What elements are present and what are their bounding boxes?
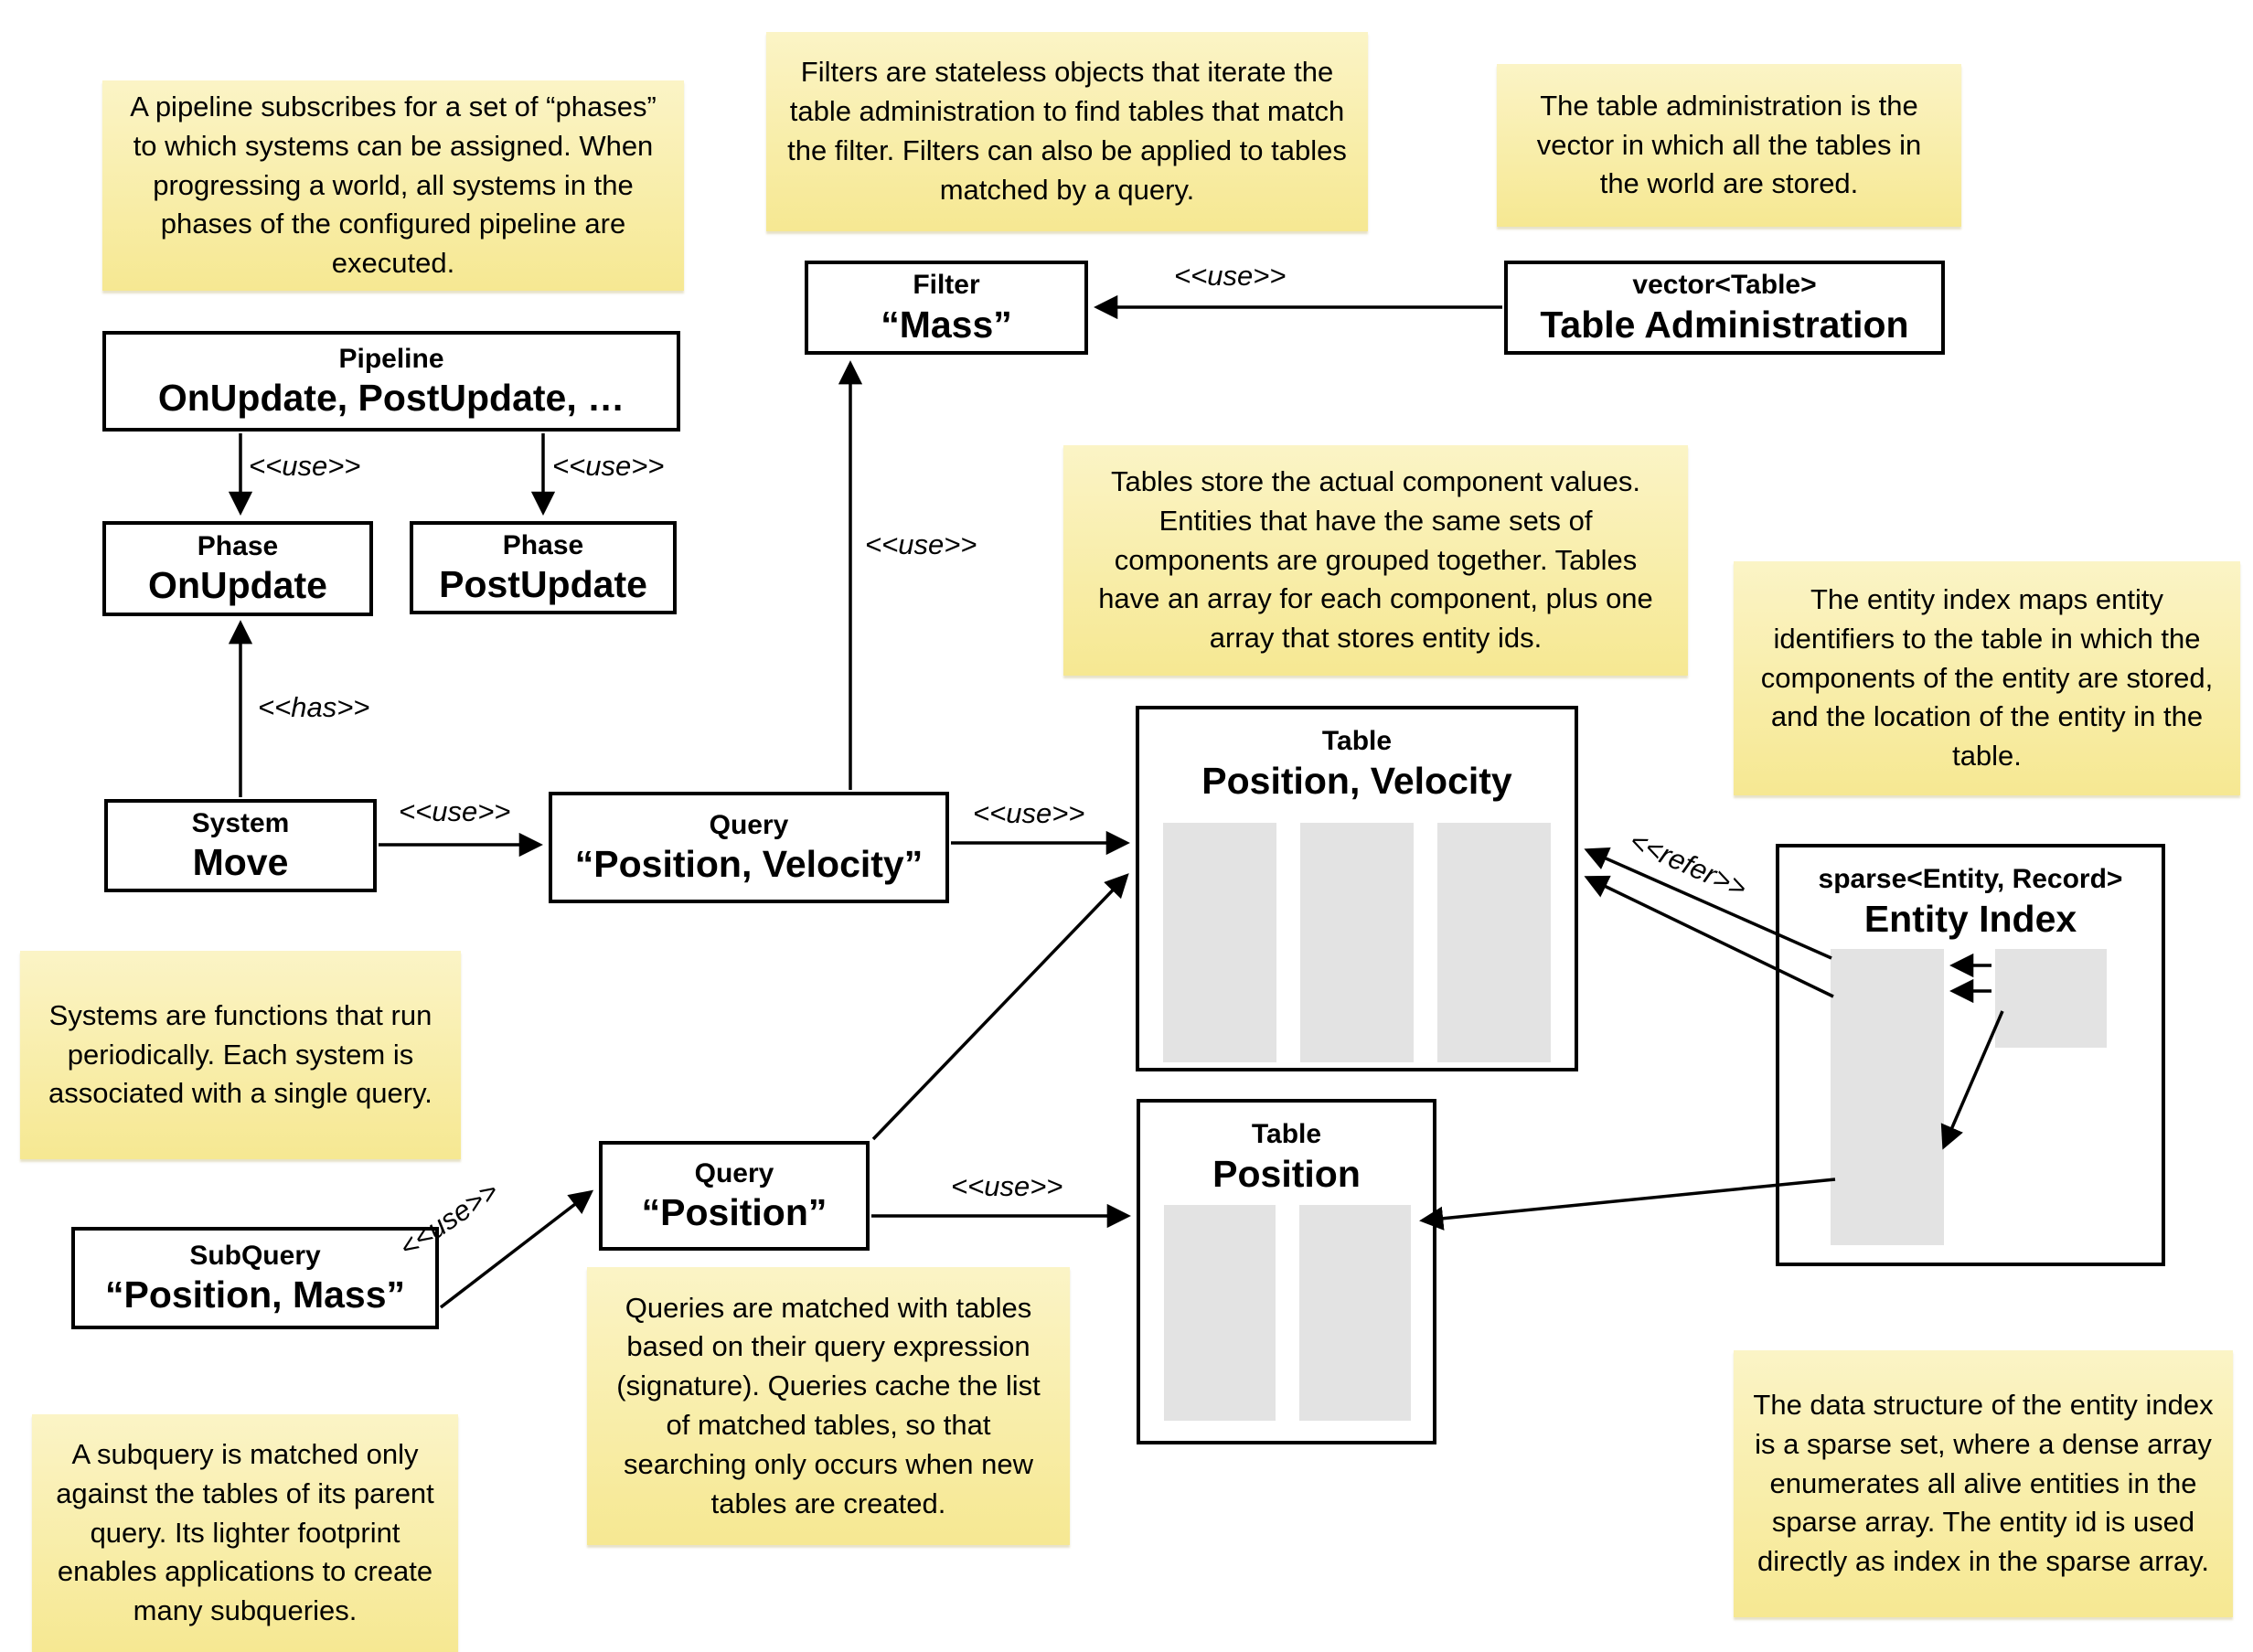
note-entity-index: The entity index maps entity identifiers… [1734, 561, 2240, 795]
box-filter-mass: Filter “Mass” [805, 261, 1088, 355]
edge-label-use: <<use>> [393, 1174, 505, 1264]
box-title: sparse<Entity, Record> [1818, 864, 2123, 894]
connector-querypos-tablepv [871, 873, 1129, 1141]
box-phase-onupdate: Phase OnUpdate [102, 521, 373, 616]
edge-label-use: <<use>> [1174, 260, 1287, 292]
table-pos-component-array-1 [1164, 1205, 1276, 1421]
box-title: Phase [502, 529, 584, 560]
box-value: “Position, Velocity” [574, 843, 924, 886]
box-title: System [191, 807, 290, 838]
box-title: Pipeline [338, 343, 444, 374]
edge-label-use: <<use>> [249, 450, 361, 482]
note-pipeline: A pipeline subscribes for a set of “phas… [102, 80, 684, 291]
box-title: SubQuery [189, 1240, 321, 1271]
table-pv-component-array-2 [1300, 823, 1414, 1062]
box-value: Position, Velocity [1201, 759, 1512, 802]
entity-index-sparse-array [1831, 949, 1944, 1245]
box-value: Entity Index [1863, 897, 2077, 940]
table-pos-component-array-2 [1299, 1205, 1411, 1421]
box-title: Phase [197, 530, 279, 561]
box-value: Table Administration [1540, 303, 1909, 346]
note-subquery: A subquery is matched only against the t… [32, 1414, 458, 1652]
note-systems: Systems are functions that run periodica… [20, 951, 461, 1159]
box-title: Filter [913, 270, 980, 301]
note-tables: Tables store the actual component values… [1063, 445, 1688, 676]
edge-label-use: <<use>> [973, 797, 1085, 829]
edge-label-use: <<use>> [865, 528, 977, 560]
box-table-administration: vector<Table> Table Administration [1504, 261, 1945, 355]
box-value: “Mass” [881, 303, 1012, 346]
note-filters: Filters are stateless objects that itera… [766, 32, 1368, 231]
note-table-admin: The table administration is the vector i… [1497, 64, 1961, 227]
box-value: “Position, Mass” [104, 1274, 406, 1316]
edge-label-refer: <<refer>> [1624, 824, 1752, 905]
box-value: OnUpdate [148, 564, 327, 607]
box-title: Table [1251, 1119, 1322, 1149]
box-value: PostUpdate [439, 563, 647, 606]
box-pipeline: Pipeline OnUpdate, PostUpdate, … [102, 331, 680, 432]
note-queries: Queries are matched with tables based on… [587, 1267, 1070, 1545]
edge-label-use: <<use>> [951, 1170, 1063, 1202]
box-query-position: Query “Position” [599, 1141, 870, 1251]
box-title: vector<Table> [1632, 270, 1817, 301]
table-pv-component-array-1 [1163, 823, 1276, 1062]
box-phase-postupdate: Phase PostUpdate [410, 521, 677, 614]
edge-label-has: <<has>> [258, 691, 370, 723]
box-title: Query [709, 809, 789, 840]
box-query-position-velocity: Query “Position, Velocity” [549, 792, 949, 903]
box-value: “Position” [641, 1191, 828, 1234]
box-value: Position [1212, 1152, 1361, 1195]
table-pv-component-array-3 [1437, 823, 1551, 1062]
box-title: Table [1321, 726, 1393, 756]
edge-label-use: <<use>> [399, 795, 511, 827]
entity-index-dense-array [1995, 949, 2107, 1048]
box-subquery-position-mass: SubQuery “Position, Mass” [71, 1227, 439, 1329]
box-value: OnUpdate, PostUpdate, … [157, 377, 625, 420]
box-value: Move [192, 841, 289, 884]
box-title: Query [694, 1157, 774, 1188]
note-sparse-set: The data structure of the entity index i… [1734, 1350, 2233, 1617]
connector-entityindex-tablepos [1419, 1178, 1836, 1231]
box-system-move: System Move [104, 799, 377, 892]
edge-label-use: <<use>> [552, 450, 665, 482]
